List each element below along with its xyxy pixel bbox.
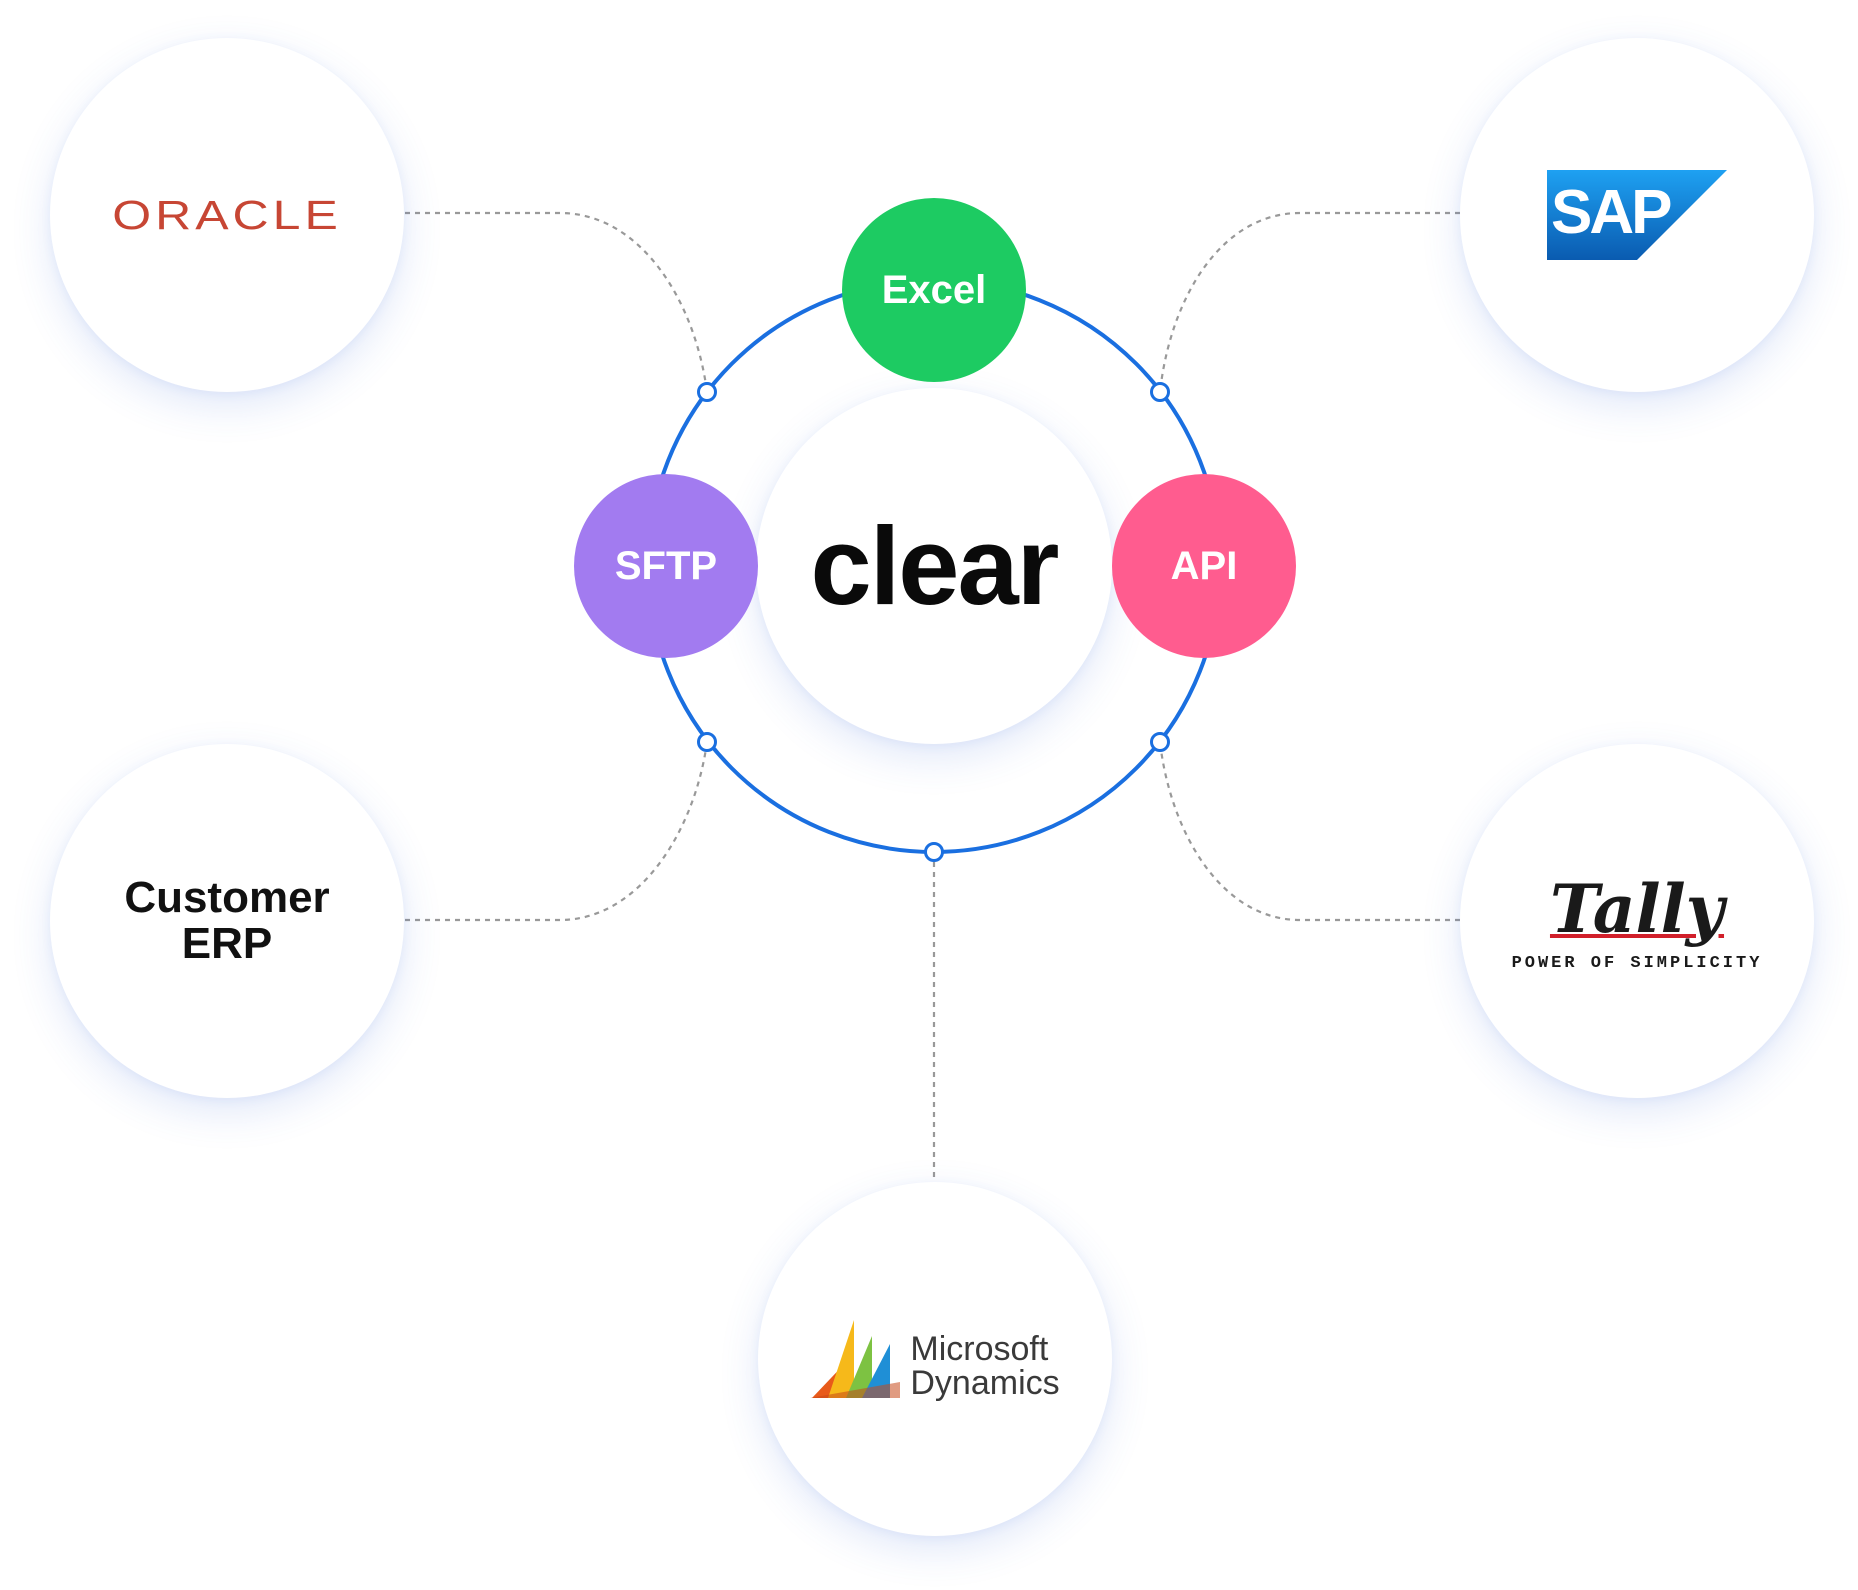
api-method-chip: API [1112, 474, 1296, 658]
excel-label: Excel [881, 267, 987, 312]
connector-customer-erp [405, 741, 709, 922]
ring-anchor-top-left [697, 382, 717, 402]
customer-erp-bubble: Customer ERP [50, 744, 404, 1098]
ring-anchor-top-right [1150, 382, 1170, 402]
sftp-method-chip: SFTP [574, 474, 758, 658]
connector-oracle [405, 211, 709, 393]
microsoft-dynamics-text: Microsoft Dynamics [910, 1332, 1059, 1400]
microsoft-line: Microsoft [910, 1330, 1049, 1368]
oracle-bubble: ORACLE [50, 38, 404, 392]
tally-logo: Tally [1549, 869, 1725, 948]
tally-bubble: Tally POWER OF SIMPLICITY [1460, 744, 1814, 1098]
sap-bubble: SAP [1460, 38, 1814, 392]
tally-tagline: POWER OF SIMPLICITY [1511, 953, 1763, 973]
sap-logo-text: SAP [1551, 178, 1672, 247]
ring-anchor-bottom-left [697, 732, 717, 752]
customer-erp-line1: Customer [124, 873, 330, 922]
ring-anchor-bottom-right [1150, 732, 1170, 752]
customer-erp-line2: ERP [181, 919, 273, 968]
clear-hub: clear [756, 388, 1112, 744]
api-label: API [1170, 543, 1238, 588]
dynamics-bars-icon [810, 1320, 901, 1398]
oracle-logo: ORACLE [112, 192, 342, 238]
customer-erp-label: Customer ERP [124, 875, 329, 967]
connector-tally [1158, 741, 1460, 922]
sap-logo-icon: SAP [1547, 170, 1727, 260]
microsoft-dynamics-bubble: Microsoft Dynamics [758, 1182, 1112, 1536]
excel-method-chip: Excel [842, 198, 1026, 382]
dashed-connectors [405, 211, 1460, 1180]
sftp-label: SFTP [614, 543, 718, 588]
connector-sap [1158, 211, 1460, 393]
clear-logo-text: clear [810, 504, 1060, 628]
dynamics-line: Dynamics [910, 1364, 1060, 1402]
microsoft-dynamics-logo: Microsoft Dynamics [810, 1318, 1060, 1400]
ring-anchor-bottom [924, 842, 944, 862]
